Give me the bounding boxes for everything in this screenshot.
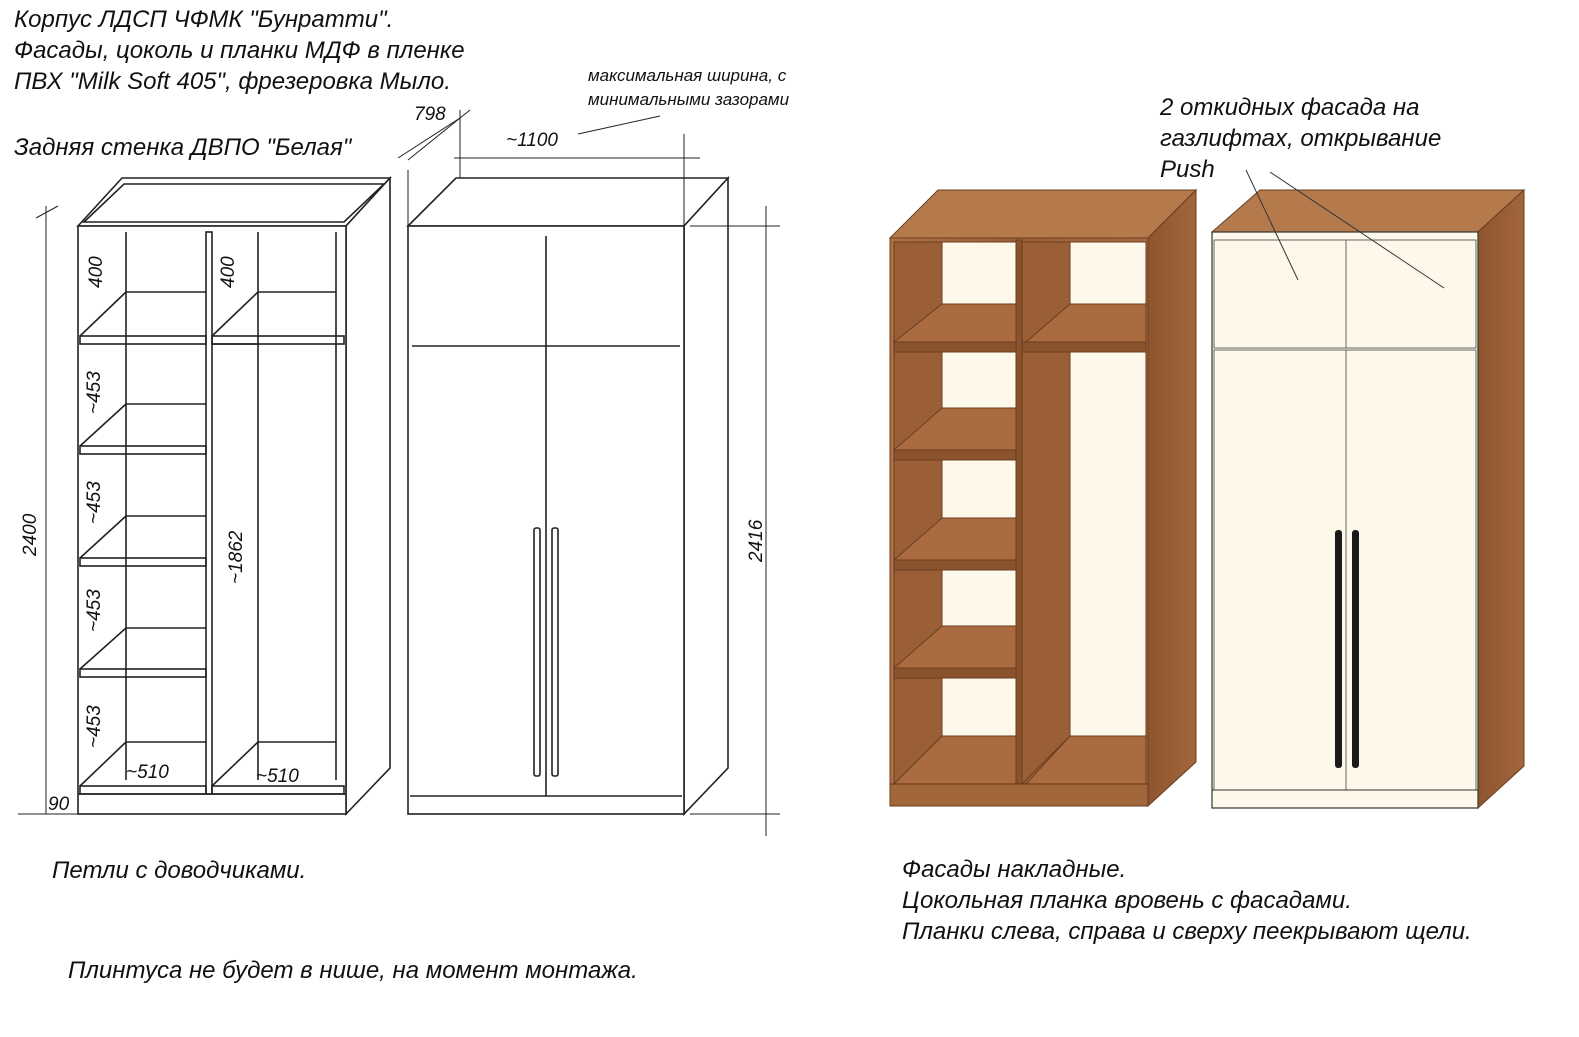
dim-shelf: ~453 — [84, 705, 105, 748]
max-width-note: максимальная ширина, с минимальными зазо… — [588, 64, 789, 112]
open-wardrobe-sketch — [76, 175, 392, 816]
dim-width: ~1100 — [506, 130, 558, 151]
wood-open-wardrobe — [888, 188, 1198, 808]
gaslift-note-line: 2 откидных фасада на — [1160, 94, 1420, 121]
cream-closed-wardrobe — [1210, 188, 1526, 810]
hinges-note: Петли с доводчиками. — [52, 857, 307, 884]
facades-note: Фасады накладные. Цокольная планка врове… — [902, 854, 1472, 947]
gaslift-leader-lines — [1245, 169, 1445, 289]
plinth-note: Плинтуса не будет в нише, на момент монт… — [68, 957, 638, 984]
dimension-labels: 2400 2416 798 ~1100 90 400 400 ~453 ~453… — [20, 104, 767, 815]
dim-shelf: ~453 — [84, 371, 105, 414]
facades-note-line: Цокольная планка вровень с фасадами. — [902, 887, 1352, 914]
dim-depth: 798 — [414, 104, 446, 125]
door-handle-right — [1352, 530, 1359, 768]
dim-front-height: 2416 — [746, 519, 767, 563]
header-note-line: ПВХ "Milk Soft 405", фрезеровка Мыло. — [14, 68, 451, 95]
dim-right-width: ~510 — [256, 766, 299, 787]
gaslift-note: 2 откидных фасада на газлифтах, открыван… — [1160, 92, 1441, 185]
header-note-line: Корпус ЛДСП ЧФМК "Бунратти". — [14, 6, 394, 33]
back-wall-note: Задняя стенка ДВПО "Белая" — [14, 134, 352, 161]
dim-left-width: ~510 — [126, 762, 169, 783]
dim-total-height: 2400 — [20, 513, 41, 557]
closed-wardrobe-sketch — [406, 175, 730, 816]
header-note-line: Фасады, цоколь и планки МДФ в пленке — [14, 37, 465, 64]
left-dimension-lines — [18, 205, 82, 815]
dim-hanging-height: ~1862 — [226, 530, 247, 584]
facades-note-line: Планки слева, справа и сверху пеекрывают… — [902, 918, 1472, 945]
dim-shelf: ~453 — [84, 481, 105, 524]
dim-top-shelf-left: 400 — [86, 256, 107, 288]
gaslift-note-line: газлифтах, открывание — [1160, 125, 1442, 152]
gaslift-note-line: Push — [1160, 156, 1215, 183]
max-width-note-line: минимальными зазорами — [588, 90, 790, 109]
max-width-note-line: максимальная ширина, с — [588, 66, 787, 85]
dim-shelf: ~453 — [84, 589, 105, 632]
dim-plinth: 90 — [48, 794, 70, 815]
header-note: Корпус ЛДСП ЧФМК "Бунратти". Фасады, цок… — [14, 4, 465, 97]
dim-top-shelf-right: 400 — [218, 256, 239, 288]
facades-note-line: Фасады накладные. — [902, 856, 1127, 883]
middle-dimension-lines — [397, 109, 780, 836]
door-handle-left — [1335, 530, 1342, 768]
